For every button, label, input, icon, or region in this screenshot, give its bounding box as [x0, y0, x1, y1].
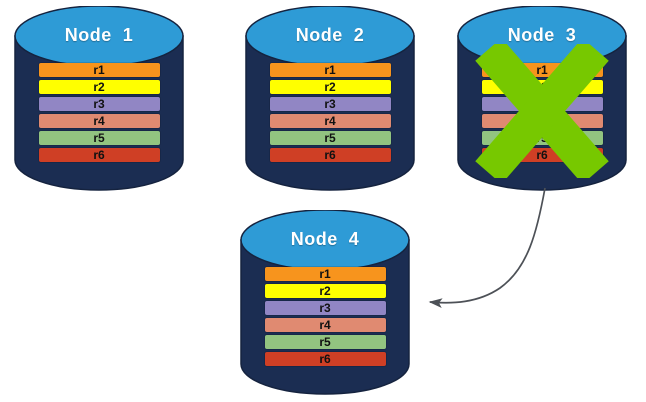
row-r6[interactable]: r6 [38, 148, 160, 162]
node-4-rows: r1 r2 r3 r4 r5 r6 [240, 267, 410, 369]
row-r2[interactable]: r2 [481, 80, 603, 94]
row-r2[interactable]: r2 [264, 284, 386, 298]
row-r1[interactable]: r1 [481, 63, 603, 77]
row-r2[interactable]: r2 [269, 80, 391, 94]
row-r1[interactable]: r1 [38, 63, 160, 77]
row-r5[interactable]: r5 [264, 335, 386, 349]
row-r6[interactable]: r6 [264, 352, 386, 366]
row-r5[interactable]: r5 [38, 131, 160, 145]
row-r3[interactable]: r3 [269, 97, 391, 111]
node-3-rows: r1 r2 r3 r4 r5 r6 [457, 63, 627, 165]
row-r5[interactable]: r5 [269, 131, 391, 145]
row-r4[interactable]: r4 [264, 318, 386, 332]
row-r1[interactable]: r1 [269, 63, 391, 77]
row-r5[interactable]: r5 [481, 131, 603, 145]
row-r4[interactable]: r4 [38, 114, 160, 128]
row-r4[interactable]: r4 [481, 114, 603, 128]
row-r1[interactable]: r1 [264, 267, 386, 281]
row-r6[interactable]: r6 [481, 148, 603, 162]
row-r3[interactable]: r3 [481, 97, 603, 111]
node-2-rows: r1 r2 r3 r4 r5 r6 [245, 63, 415, 165]
node-1-rows: r1 r2 r3 r4 r5 r6 [14, 63, 184, 165]
row-r6[interactable]: r6 [269, 148, 391, 162]
row-r3[interactable]: r3 [264, 301, 386, 315]
row-r3[interactable]: r3 [38, 97, 160, 111]
row-r4[interactable]: r4 [269, 114, 391, 128]
row-r2[interactable]: r2 [38, 80, 160, 94]
